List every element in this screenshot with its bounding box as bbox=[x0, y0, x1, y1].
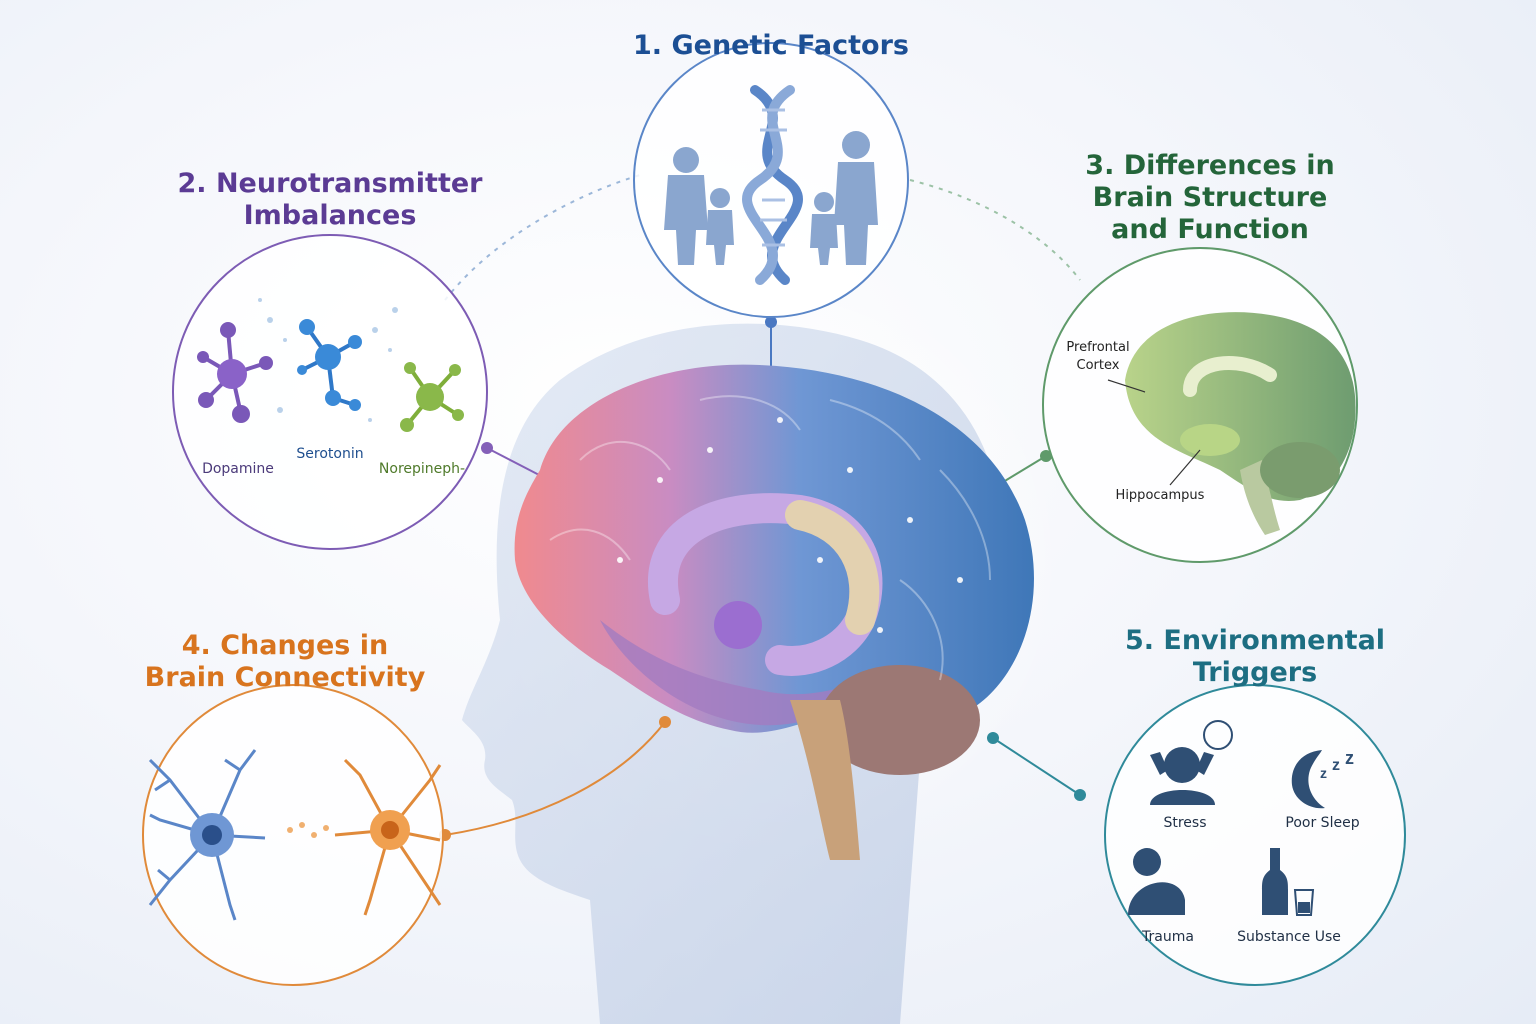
molecule-icon bbox=[197, 298, 464, 432]
section-3-number: 3. bbox=[1085, 150, 1115, 181]
label-serotonin: Serotonin bbox=[296, 446, 364, 462]
brain-cross-section-icon bbox=[1107, 312, 1356, 535]
sitting-person-icon bbox=[1128, 848, 1185, 915]
label-norepinephrine: Norepineph- bbox=[378, 461, 466, 477]
label-cortex: Cortex bbox=[1076, 358, 1120, 373]
label-hippocampus: Hippocampus bbox=[1115, 488, 1205, 503]
section-2-number: 2. bbox=[177, 168, 207, 199]
section-3-title-line-2: Brain Structure bbox=[1092, 182, 1328, 213]
section-1-title-line-1: Genetic Factors bbox=[671, 30, 909, 61]
section-5-title-line-2: Triggers bbox=[1192, 657, 1318, 688]
section-4-title-line-1: Changes in bbox=[220, 630, 389, 661]
label-dopamine: Dopamine bbox=[202, 461, 274, 477]
section-2-title-line-1: Neurotransmitter bbox=[215, 168, 483, 199]
svg-text:z: z bbox=[1332, 757, 1340, 774]
section-5-title: 5. Environmental Triggers bbox=[1095, 625, 1415, 689]
section-3-title-line-1: Differences in bbox=[1123, 150, 1335, 181]
svg-text:z: z bbox=[1320, 765, 1327, 781]
label-prefrontal: Prefrontal bbox=[1066, 340, 1130, 355]
section-5-number: 5. bbox=[1124, 625, 1154, 656]
label-poor-sleep: Poor Sleep bbox=[1285, 815, 1360, 831]
moon-zzz-icon: z z z bbox=[1291, 748, 1354, 809]
neuron-icon bbox=[148, 749, 442, 921]
section-5-title-line-1: Environmental bbox=[1163, 625, 1386, 656]
section-3-title-line-3: and Function bbox=[1111, 214, 1309, 245]
label-trauma: Trauma bbox=[1142, 929, 1194, 945]
section-1-title: 1. Genetic Factors bbox=[571, 30, 971, 62]
brain-illustration bbox=[514, 364, 1034, 860]
dna-family-icon bbox=[664, 85, 878, 285]
label-substance-use: Substance Use bbox=[1237, 929, 1341, 945]
svg-text:z: z bbox=[1345, 748, 1354, 768]
section-4-number: 4. bbox=[181, 630, 211, 661]
section-2-title: 2. Neurotransmitter Imbalances bbox=[160, 168, 500, 232]
section-4-title-line-2: Brain Connectivity bbox=[144, 662, 426, 693]
label-stress: Stress bbox=[1163, 815, 1207, 831]
section-3-title: 3. Differences in Brain Structure and Fu… bbox=[1040, 150, 1380, 246]
section-4-title: 4. Changes in Brain Connectivity bbox=[130, 630, 440, 694]
stress-person-icon bbox=[1150, 720, 1233, 805]
genetics-circle bbox=[633, 42, 909, 318]
section-1-number: 1. bbox=[633, 30, 663, 61]
section-2-title-line-2: Imbalances bbox=[243, 200, 417, 231]
bottle-glass-icon bbox=[1262, 848, 1315, 916]
